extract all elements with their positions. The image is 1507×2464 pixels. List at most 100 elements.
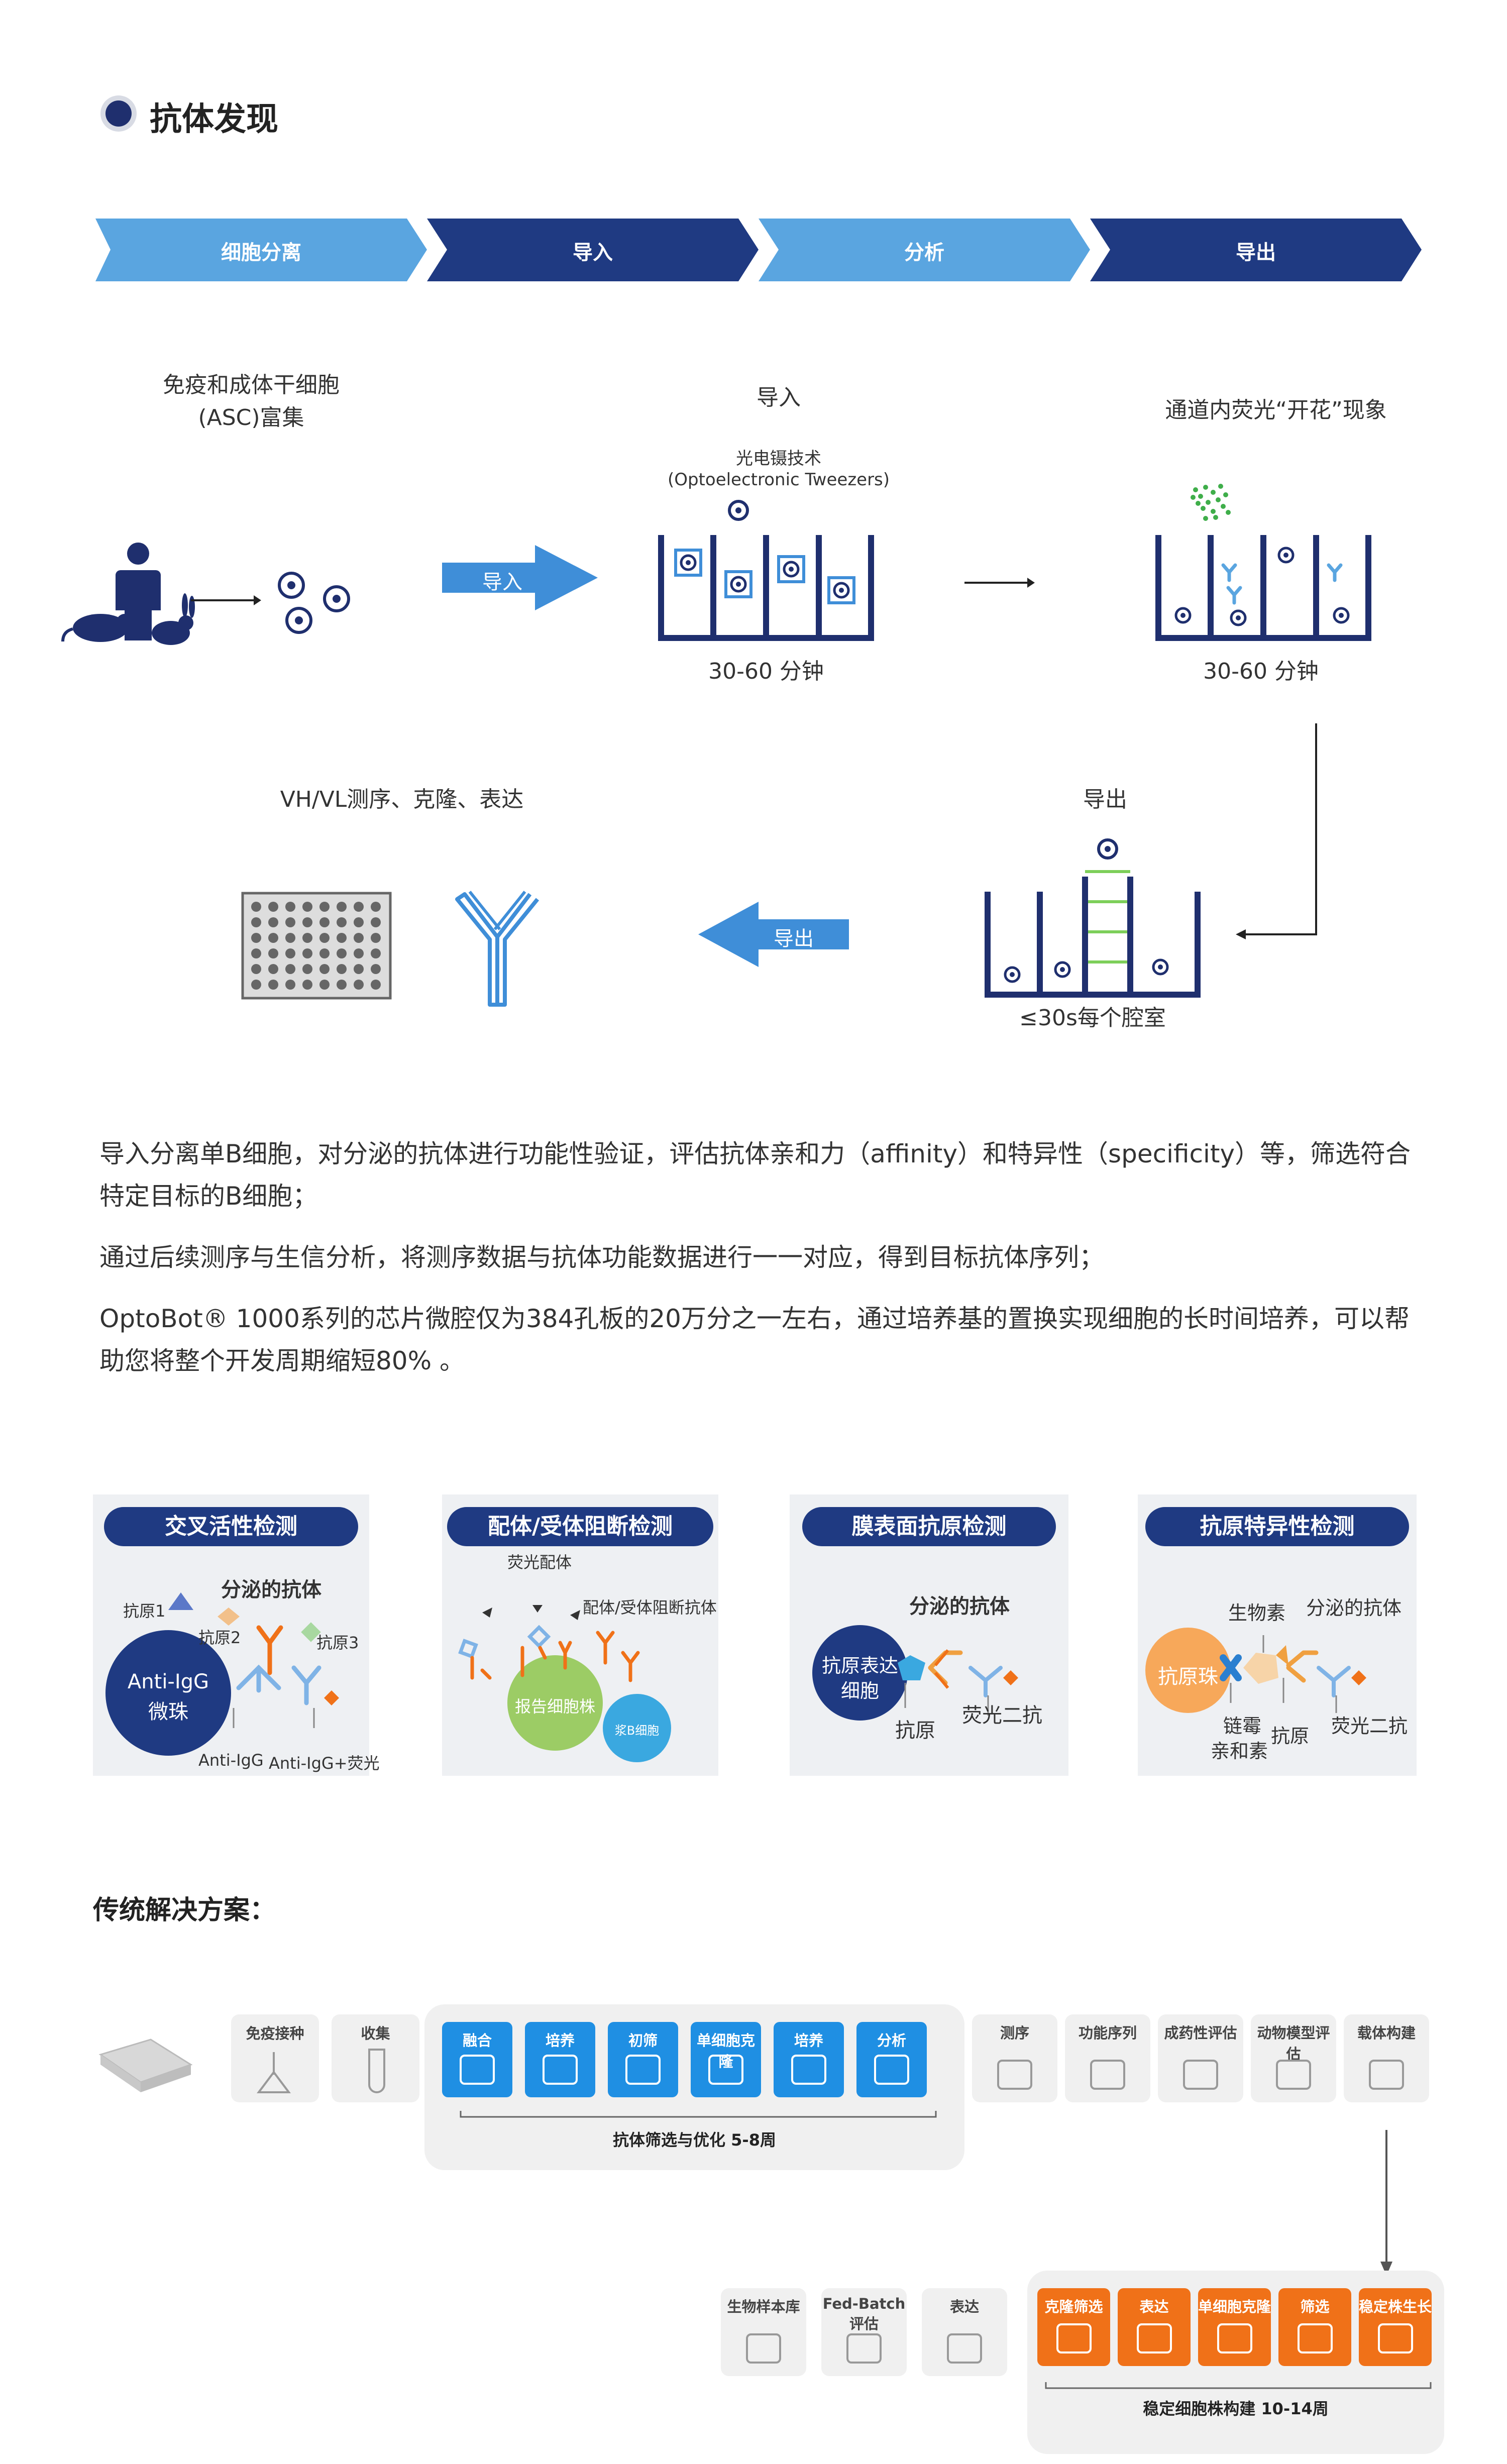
step-1: 细胞分离 (221, 241, 301, 264)
plate-well (251, 964, 261, 974)
assay-1-anti-igg-fl: Anti-IgG+荧光 (269, 1754, 380, 1773)
assay-3-cell-l2: 细胞 (840, 1680, 879, 1702)
post-screen-step-box (1158, 2014, 1243, 2102)
stable-step-icon (1377, 2323, 1413, 2353)
post-screen-step-icon (997, 2060, 1032, 2090)
screening-step-label: 初筛 (628, 2032, 658, 2049)
expression-step-box (821, 2288, 907, 2376)
plate-well (319, 948, 330, 958)
stable-bracket (1045, 2382, 1432, 2389)
arrow-thin-2 (964, 578, 1035, 588)
plate-well (354, 917, 364, 927)
post-screen-step-icon (1090, 2060, 1125, 2090)
screening-step-box (525, 2022, 595, 2097)
assay-4-antigen: 抗原 (1271, 1725, 1310, 1747)
export-label: 导出 (1083, 787, 1127, 812)
expression-step-icon (846, 2333, 882, 2364)
plate-well (354, 933, 364, 943)
plate-well (319, 980, 330, 990)
step-4: 导出 (1236, 241, 1276, 264)
tube-icon (368, 2049, 385, 2093)
assay-1-bead-l2: 微珠 (148, 1700, 188, 1724)
syringe-icon (257, 2052, 291, 2093)
plate-well (285, 964, 295, 974)
screening-step-box (774, 2022, 844, 2097)
plate-well (337, 933, 347, 943)
assay-3-graphic (812, 1625, 1018, 1721)
stable-step-label: 表达 (1139, 2298, 1169, 2315)
post-screen-step-label: 动物模型评估 (1257, 2024, 1330, 2063)
plate-well (337, 964, 347, 974)
plate-well (268, 933, 278, 943)
import-arrow (442, 545, 598, 610)
assay-4-fl-second: 荧光二抗 (1331, 1715, 1408, 1737)
plate-well (251, 980, 261, 990)
assay-4-secreted: 分泌的抗体 (1306, 1597, 1402, 1619)
col2-sub-1: 光电镊技术 (736, 449, 821, 469)
assay-1-graphic (105, 1592, 339, 1756)
screening-step-box (442, 2022, 512, 2097)
screening-bracket (460, 2111, 937, 2118)
post-screen-step-label: 成药性评估 (1164, 2024, 1237, 2042)
expression-step-label: 表达 (949, 2298, 979, 2315)
seq-label: VH/VL测序、克隆、表达 (280, 787, 524, 812)
elbow-arrow (1236, 723, 1317, 939)
time-c: ≤30s每个腔室 (1019, 1005, 1166, 1031)
plate-well (285, 902, 295, 912)
assay-4-graphic (1145, 1628, 1366, 1713)
expression-step-label: 生物样本库 (727, 2298, 800, 2315)
cells-group (278, 572, 350, 634)
assay-title-1: 交叉活性检测 (104, 1507, 358, 1546)
plate-well (337, 948, 347, 958)
step-chevron-bar (95, 219, 1422, 281)
export-arrow-label: 导出 (774, 927, 814, 950)
assay-title-2: 配体/受体阻断检测 (447, 1507, 713, 1546)
plate-well (268, 902, 278, 912)
plate-well (302, 933, 312, 943)
plate-well (354, 980, 364, 990)
assay-4-strep-l1: 链霉 (1223, 1715, 1262, 1737)
assay-4-strep-l2: 亲和素 (1211, 1740, 1268, 1762)
assay-3-cell-l1: 抗原表达 (821, 1655, 898, 1677)
arrow-thin-1 (191, 595, 261, 605)
post-screen-step-icon (1369, 2060, 1404, 2090)
plate-well (354, 902, 364, 912)
screening-step-label: 融合 (462, 2032, 492, 2049)
assay-3-secreted: 分泌的抗体 (909, 1595, 1010, 1618)
step-immunize-label: 免疫接种 (246, 2025, 304, 2042)
stable-caption: 稳定细胞株构建 10-14周 (1143, 2399, 1329, 2418)
plate-well (251, 948, 261, 958)
plate-well (302, 980, 312, 990)
post-screen-step-box (1065, 2014, 1150, 2102)
assay-2-reporter: 报告细胞株 (514, 1697, 595, 1716)
assay-2-fl-ligand: 荧光配体 (507, 1553, 572, 1572)
stable-step-label: 稳定株生长 (1359, 2298, 1432, 2315)
plate-well (354, 964, 364, 974)
assay-4-biotin: 生物素 (1228, 1602, 1286, 1624)
paragraph-2: 通过后续测序与生信分析，将测序数据与抗体功能数据进行一一对应，得到目标抗体序列； (99, 1243, 1104, 1272)
down-arrow (1380, 2130, 1392, 2276)
expression-step-box (721, 2288, 806, 2376)
step-collect-label: 收集 (361, 2025, 390, 2042)
donor-icons (61, 543, 195, 645)
expression-step-box (922, 2288, 1007, 2376)
import-arrow-label: 导入 (482, 571, 522, 594)
step-2: 导入 (573, 241, 613, 264)
screening-step-icon (625, 2055, 661, 2085)
antibody-icon (455, 891, 540, 1007)
plate-well (285, 917, 295, 927)
post-screen-step-box (1344, 2014, 1429, 2102)
plate-well (285, 948, 295, 958)
plate-icon-gray (98, 2039, 193, 2092)
screening-step-label: 培养 (545, 2032, 575, 2049)
step-box-collect (332, 2014, 419, 2102)
screening-step-icon (543, 2055, 578, 2085)
plate-well (251, 902, 261, 912)
assay-3-antigen: 抗原 (895, 1719, 935, 1742)
post-screen-step-icon (1183, 2060, 1218, 2090)
screening-step-box (691, 2022, 761, 2097)
traditional-title: 传统解决方案： (93, 1895, 276, 1925)
title-bullet (100, 95, 137, 132)
screening-step-icon (708, 2055, 743, 2085)
plate-well (319, 917, 330, 927)
